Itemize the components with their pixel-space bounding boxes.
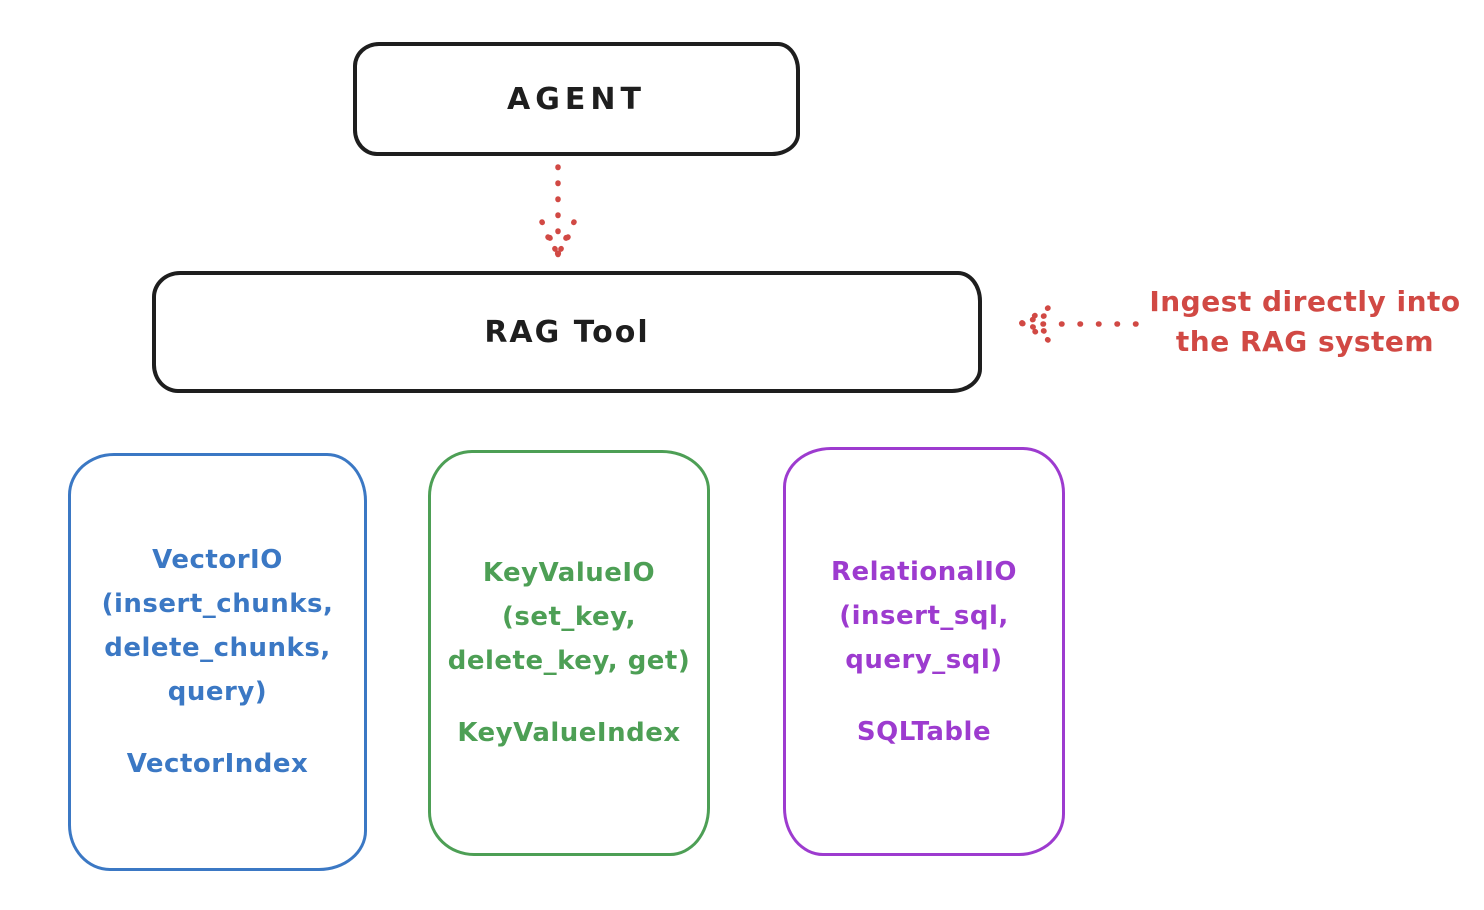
relational-io-methods-line1: (insert_sql, bbox=[839, 600, 1009, 631]
vector-io-methods-line2: delete_chunks, bbox=[104, 633, 331, 663]
relational-io-title: RelationalIO bbox=[830, 556, 1018, 587]
relational-io-methods-line2: query_sql) bbox=[845, 644, 1003, 675]
keyvalue-io-box: KeyValueIO (set_key, delete_key, get) Ke… bbox=[428, 450, 710, 856]
agent-box-label: AGENT bbox=[507, 81, 646, 117]
agent-to-rag-arrow-icon bbox=[539, 164, 577, 258]
annotation-to-rag-arrow-icon bbox=[1019, 305, 1139, 343]
relational-io-box: RelationalIO (insert_sql, query_sql) SQL… bbox=[783, 447, 1065, 856]
keyvalue-io-methods-line1: (set_key, bbox=[502, 602, 636, 632]
sql-table-label: SQLTable bbox=[856, 716, 992, 747]
ingest-annotation-line1: Ingest directly into bbox=[1149, 285, 1461, 318]
vector-io-methods-line1: (insert_chunks, bbox=[101, 589, 334, 619]
vector-index-label: VectorIndex bbox=[126, 749, 309, 779]
rag-tool-box: RAG Tool bbox=[152, 271, 982, 393]
keyvalue-io-methods-line2: delete_key, get) bbox=[447, 646, 691, 676]
vector-io-box: VectorIO (insert_chunks, delete_chunks, … bbox=[68, 453, 367, 871]
ingest-annotation: Ingest directly into the RAG system bbox=[1130, 282, 1480, 362]
rag-tool-box-label: RAG Tool bbox=[484, 314, 650, 350]
vector-io-methods-line3: query) bbox=[167, 677, 268, 707]
vector-io-title: VectorIO bbox=[152, 545, 283, 575]
ingest-annotation-line2: the RAG system bbox=[1175, 325, 1435, 358]
keyvalue-index-label: KeyValueIndex bbox=[457, 718, 681, 748]
keyvalue-io-title: KeyValueIO bbox=[482, 558, 656, 588]
agent-box: AGENT bbox=[353, 42, 800, 156]
